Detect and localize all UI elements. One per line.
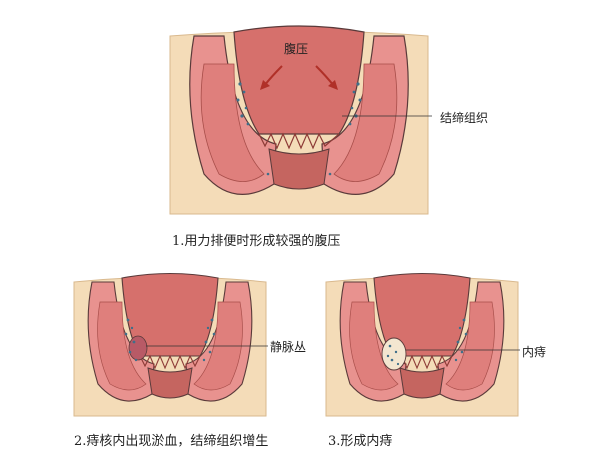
rectum-lumen (233, 25, 365, 135)
venous-plexus (128, 335, 148, 361)
abdominal-pressure-label: 腹压 (284, 42, 309, 56)
panel-3-caption: 3.形成内痔 (328, 434, 393, 449)
internal-hemorrhoid (381, 337, 407, 371)
panel-2-illustration (70, 272, 270, 418)
connective-tissue-label: 结缔组织 (440, 111, 489, 125)
rectum-lumen (373, 272, 471, 357)
panel-1-illustration (164, 24, 434, 216)
panel-2-caption: 2.痔核内出现淤血，结缔组织增生 (74, 434, 269, 449)
panel-1-caption: 1.用力排便时形成较强的腹压 (172, 234, 341, 249)
panel-3-illustration (322, 272, 522, 418)
venous-plexus-label: 静脉丛 (270, 340, 307, 354)
internal-hemorrhoid-label: 内痔 (522, 345, 547, 359)
rectum-lumen (121, 272, 219, 357)
